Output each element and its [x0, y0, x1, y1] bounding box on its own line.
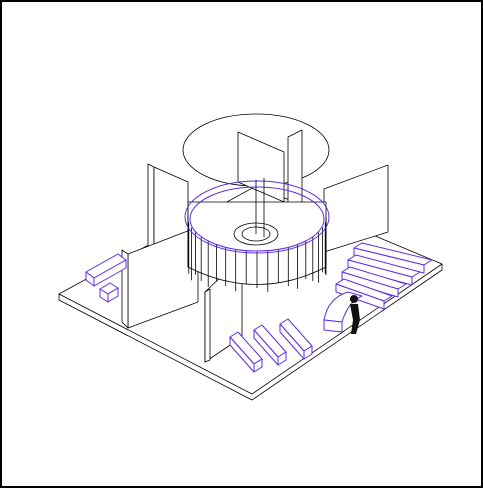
bench-block-front [93, 259, 127, 287]
left-bench-group [85, 253, 127, 303]
small-cube-front [107, 287, 119, 303]
step-front [341, 271, 399, 298]
ring-outer [184, 180, 330, 254]
human-figure [350, 295, 360, 334]
wall-back-left [147, 163, 155, 255]
upper-panel-2 [287, 129, 303, 208]
step-front [347, 259, 413, 286]
right-seating-group [335, 242, 433, 310]
figure-head [350, 295, 358, 303]
floor-edge [58, 264, 443, 401]
long-box-end [277, 351, 287, 366]
step-front [353, 247, 425, 274]
upper-panel [237, 131, 285, 203]
figure-body [350, 304, 360, 334]
front-bench-group [229, 318, 313, 373]
long-box-end [253, 358, 263, 373]
ring-inner [189, 186, 325, 252]
curtain-lines [187, 217, 327, 292]
curved-bench-front [323, 319, 343, 333]
wall-front-side [204, 288, 211, 363]
long-box-end [303, 345, 313, 360]
